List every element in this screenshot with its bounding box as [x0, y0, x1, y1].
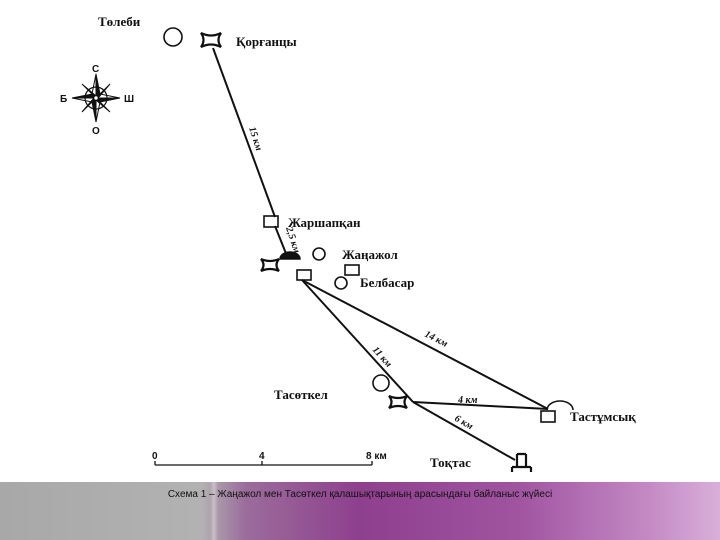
place-label-tasotkel: Тасөткел — [274, 387, 328, 402]
toktas-symbol-icon — [510, 452, 533, 472]
settlement-circle-zhanazhol — [312, 247, 326, 261]
route-lines — [212, 47, 549, 461]
scale-tick-4: 4 — [259, 451, 265, 462]
settlement-square-zhanazhol — [344, 264, 360, 276]
scale-bar: 0 4 8 км — [152, 451, 387, 466]
settlement-square-tastumsyk — [540, 410, 556, 423]
distance-label-tasotkel-tastumsyk: 4 км — [457, 395, 478, 406]
route-scheme-diagram: 15 км 2,5 км 14 км 11 км 4 км 6 км — [60, 14, 636, 472]
route-tasotkel-toktas — [412, 401, 516, 461]
fortress-icon-tasotkel — [388, 394, 408, 410]
place-label-zharshapkan: Жаршапқан — [288, 215, 361, 230]
settlement-square-belbasar — [296, 269, 312, 281]
scale-tick-0: 0 — [152, 451, 158, 462]
fortress-icon-korgantsy — [200, 32, 222, 48]
caption-band: Схема 1 – Жаңажол мен Тасөткел қалашықта… — [0, 482, 720, 540]
figure-caption: Схема 1 – Жаңажол мен Тасөткел қалашықта… — [167, 489, 553, 500]
route-zhanazhol-tastumsyk — [301, 279, 549, 410]
mound-icon-tastumsyk — [546, 400, 574, 411]
route-korgantsy-zharshapkan — [212, 47, 276, 218]
mound-icon-zhanazhol — [279, 251, 301, 260]
compass-north-label: С — [92, 64, 99, 75]
place-label-toktas: Тоқтас — [430, 455, 471, 470]
compass-star-icon — [71, 73, 121, 123]
place-label-zhanazhol: Жаңажол — [342, 247, 398, 262]
distance-label-zhanazhol-tastumsyk: 14 км — [423, 329, 450, 350]
route-zharshapkan-zhanazhol — [274, 225, 288, 257]
compass-west-label: Б — [60, 94, 67, 105]
compass-south-label: О — [92, 126, 100, 137]
scale-tick-8: 8 км — [366, 451, 387, 462]
settlement-circle-tasotkel — [372, 374, 390, 392]
place-label-korgantsy: Қорғанцы — [236, 34, 297, 49]
settlement-square-zharshapkan — [263, 215, 279, 228]
route-tasotkel-tastumsyk — [412, 401, 549, 410]
compass-east-label: Ш — [124, 94, 134, 105]
route-zhanazhol-tasotkel — [301, 279, 414, 403]
distance-label-tasotkel-toktas: 6 км — [453, 413, 475, 432]
place-label-belbasar: Белбасар — [360, 275, 414, 290]
settlement-circle-tolebi — [163, 27, 183, 47]
compass-rose: С О Б Ш — [60, 64, 134, 137]
settlement-circle-belbasar — [334, 276, 348, 290]
place-label-tastumsyk: Тастұмсық — [570, 409, 636, 424]
place-label-tolebi: Төлеби — [98, 14, 141, 29]
fortress-icon-zhanazhol — [260, 257, 280, 273]
